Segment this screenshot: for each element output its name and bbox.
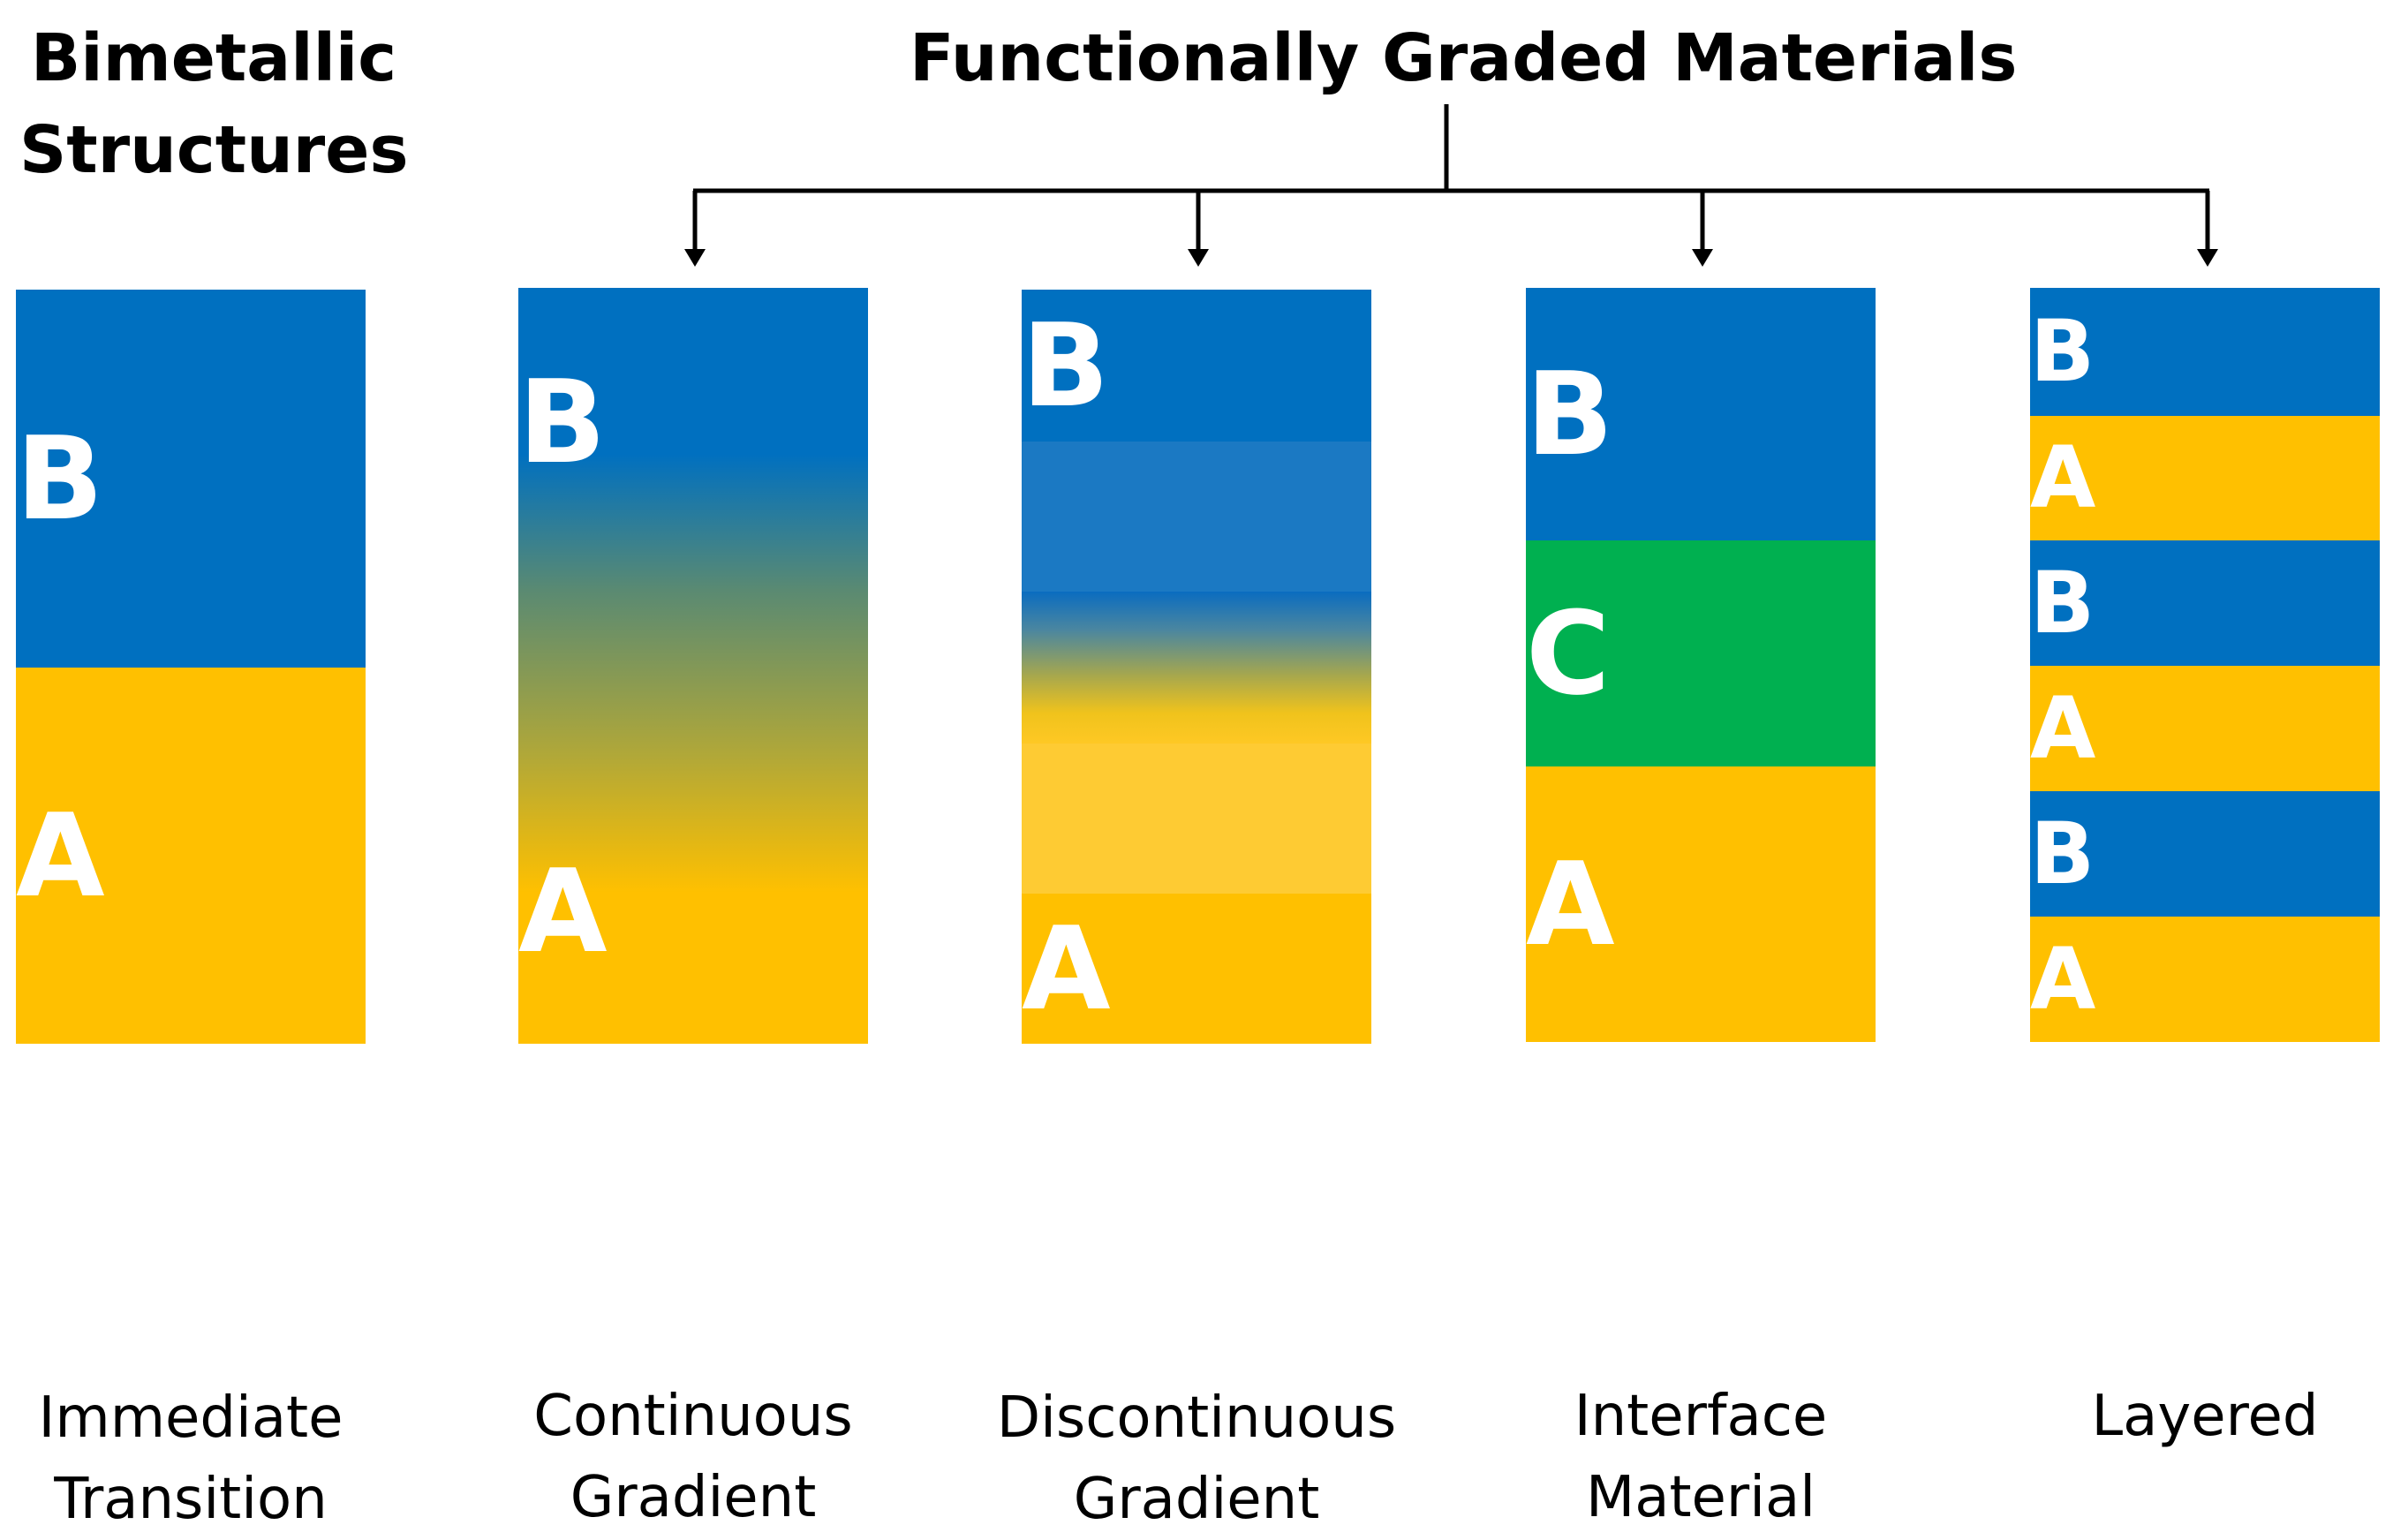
caption-layered: Layered	[1958, 1376, 2393, 1457]
arrowhead-discontinuous	[1188, 249, 1209, 267]
continuous-gradient-block	[518, 288, 868, 1044]
layer-2-a	[2030, 416, 2380, 540]
layer-4-a	[2030, 666, 2380, 791]
caption-continuous-gradient: Continuous Gradient	[446, 1376, 940, 1538]
arrowhead-interface	[1692, 249, 1713, 267]
functionally-graded-materials-heading: Functionally Graded Materials	[910, 20, 2018, 96]
caption-line-2: Gradient	[570, 1465, 817, 1530]
bimetallic-heading-line-2: Structures	[19, 112, 409, 188]
fgm-connector-lines	[684, 104, 2218, 267]
caption-line-1: Discontinuous	[996, 1385, 1397, 1451]
segment-b	[16, 290, 366, 668]
bimetallic-heading-line-1: Bimetallic	[30, 20, 397, 96]
caption-immediate-transition: Immediate Transition	[0, 1378, 438, 1540]
layer-1-b	[2030, 288, 2380, 416]
caption-line-1: Continuous	[533, 1384, 853, 1449]
segment-b-light	[1022, 442, 1371, 592]
caption-line-2: Gradient	[1073, 1467, 1320, 1532]
arrowhead-layered	[2197, 249, 2218, 267]
segment-c	[1526, 540, 1876, 766]
arrowhead-continuous	[684, 249, 706, 267]
segment-a	[16, 668, 366, 1044]
layer-5-b	[2030, 791, 2380, 917]
segment-b	[1526, 288, 1876, 540]
segment-a	[1022, 894, 1371, 1044]
segment-a-light	[1022, 744, 1371, 894]
layer-3-b	[2030, 540, 2380, 666]
layer-6-a	[2030, 917, 2380, 1042]
caption-discontinuous-gradient: Discontinuous Gradient	[949, 1378, 1444, 1540]
bimetallic-structures-heading: Bimetallic Structures	[19, 12, 409, 196]
segment-b	[1022, 290, 1371, 442]
segment-transition	[1022, 592, 1371, 744]
caption-line-2: Material	[1586, 1465, 1816, 1530]
caption-line-1: Layered	[2091, 1384, 2319, 1449]
caption-line-1: Immediate	[38, 1385, 343, 1451]
caption-line-2: Transition	[54, 1467, 328, 1532]
segment-a	[1526, 766, 1876, 1042]
caption-line-1: Interface	[1574, 1384, 1828, 1449]
caption-interface-material: Interface Material	[1453, 1376, 1948, 1538]
